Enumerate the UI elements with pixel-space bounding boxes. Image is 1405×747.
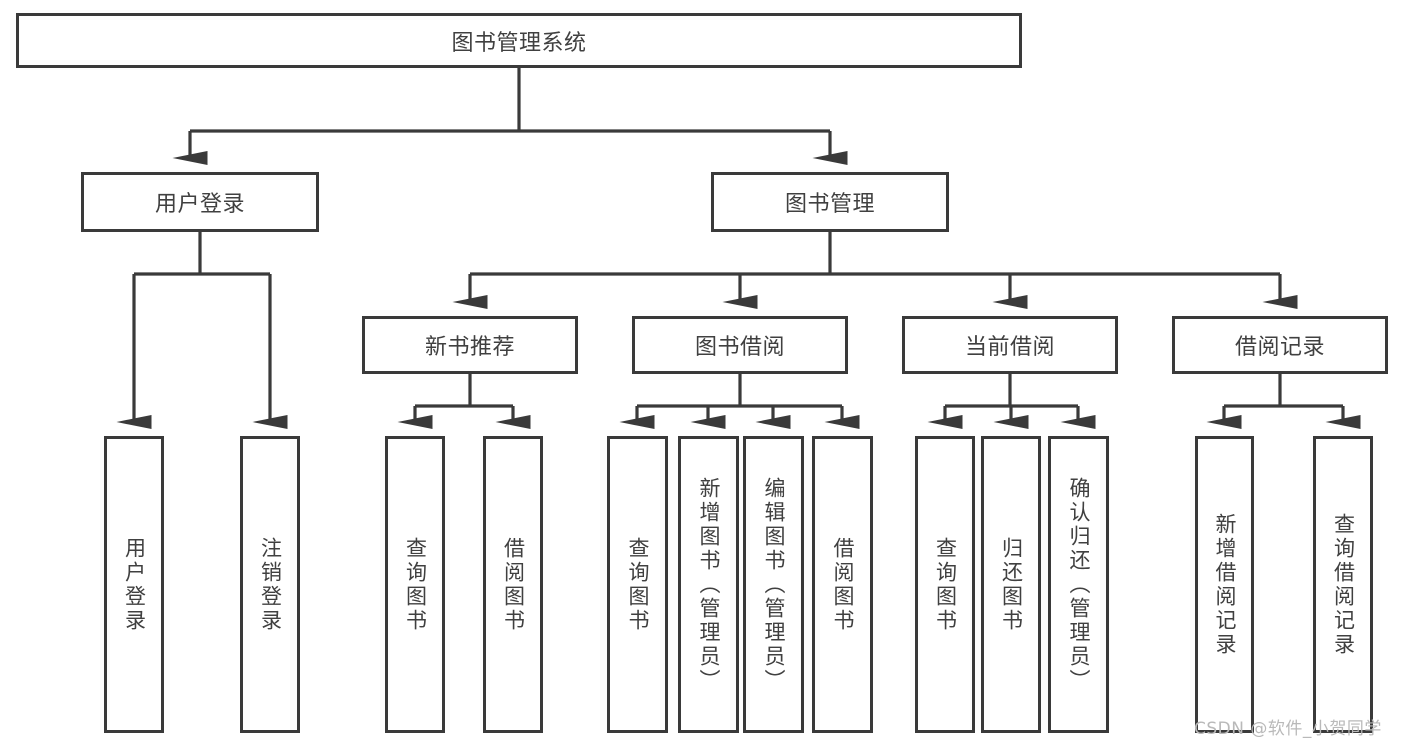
node-leaf-add-borrow-record[interactable]: 新增借阅记录	[1195, 436, 1254, 733]
node-leaf-borrow-book-recommend-label: 借阅图书	[501, 536, 526, 633]
node-user-login-label: 用户登录	[154, 192, 245, 217]
node-leaf-add-borrow-record-label: 新增借阅记录	[1213, 512, 1237, 657]
node-leaf-return-book[interactable]: 归还图书	[981, 436, 1041, 733]
node-new-book-recommend-label: 新书推荐	[424, 335, 515, 360]
node-leaf-confirm-return-admin-label: 确认归还（管理员）	[1067, 476, 1091, 693]
node-leaf-query-book-recommend[interactable]: 查询图书	[385, 436, 445, 733]
node-leaf-edit-book-admin[interactable]: 编辑图书（管理员）	[743, 436, 804, 733]
node-leaf-query-book-current[interactable]: 查询图书	[915, 436, 975, 733]
node-book-management[interactable]: 图书管理	[711, 172, 949, 232]
node-current-borrow[interactable]: 当前借阅	[902, 316, 1118, 374]
node-book-borrow-label: 图书借阅	[694, 335, 785, 360]
node-borrow-record[interactable]: 借阅记录	[1172, 316, 1388, 374]
node-book-management-label: 图书管理	[784, 192, 875, 217]
csdn-watermark: CSDN @软件_小贺同学	[1194, 719, 1382, 739]
node-leaf-confirm-return-admin[interactable]: 确认归还（管理员）	[1048, 436, 1109, 733]
node-leaf-query-borrow-record[interactable]: 查询借阅记录	[1313, 436, 1373, 733]
node-leaf-borrow-book-label: 借阅图书	[831, 536, 855, 633]
node-leaf-user-login[interactable]: 用户登录	[104, 436, 164, 733]
node-root[interactable]: 图书管理系统	[16, 13, 1022, 68]
node-leaf-query-book-borrow[interactable]: 查询图书	[607, 436, 668, 733]
node-book-borrow[interactable]: 图书借阅	[632, 316, 848, 374]
node-borrow-record-label: 借阅记录	[1234, 335, 1325, 360]
node-leaf-user-login-label: 用户登录	[122, 536, 147, 633]
node-leaf-edit-book-admin-label: 编辑图书（管理员）	[762, 476, 786, 693]
node-leaf-logout[interactable]: 注销登录	[240, 436, 300, 733]
node-new-book-recommend[interactable]: 新书推荐	[362, 316, 578, 374]
node-leaf-query-book-borrow-label: 查询图书	[626, 536, 650, 633]
node-leaf-borrow-book-recommend[interactable]: 借阅图书	[483, 436, 543, 733]
node-leaf-query-borrow-record-label: 查询借阅记录	[1331, 512, 1356, 657]
node-leaf-borrow-book[interactable]: 借阅图书	[812, 436, 873, 733]
node-leaf-add-book-admin[interactable]: 新增图书（管理员）	[678, 436, 739, 733]
node-leaf-add-book-admin-label: 新增图书（管理员）	[697, 476, 721, 693]
node-root-label: 图书管理系统	[451, 30, 587, 56]
node-user-login[interactable]: 用户登录	[81, 172, 319, 232]
node-leaf-return-book-label: 归还图书	[999, 536, 1024, 633]
node-leaf-query-book-current-label: 查询图书	[933, 536, 958, 633]
node-current-borrow-label: 当前借阅	[964, 335, 1055, 360]
node-leaf-query-book-recommend-label: 查询图书	[403, 536, 428, 633]
node-leaf-logout-label: 注销登录	[258, 536, 283, 633]
